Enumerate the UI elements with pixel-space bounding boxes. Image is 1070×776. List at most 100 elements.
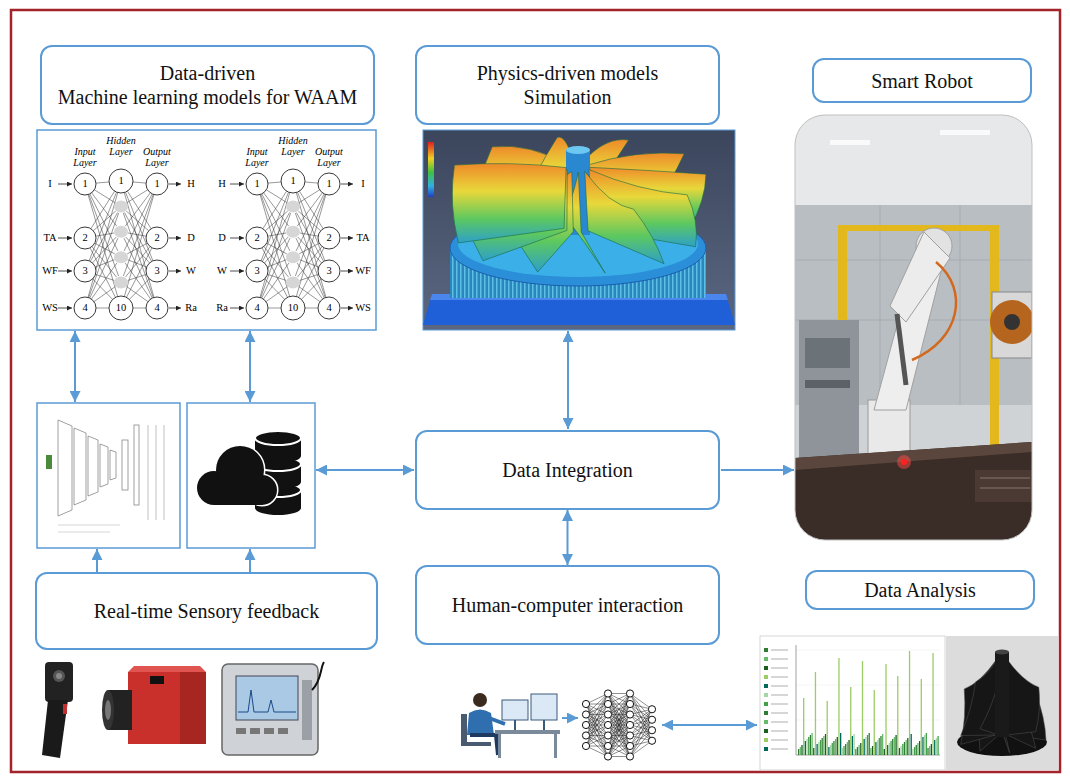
robot-photo [880, 205, 881, 405]
neural-net-icon [626, 721, 633, 728]
bar-chart [833, 741, 834, 755]
bar-chart [934, 740, 935, 755]
network-link [58, 238, 72, 239]
neuron [109, 296, 133, 320]
bar-chart [932, 653, 933, 755]
bar-chart [805, 741, 806, 755]
box-text: Data Analysis [864, 578, 976, 602]
ultrasonic-device-icon [264, 728, 274, 734]
neuron-number: 4 [82, 302, 87, 313]
layout-arrows [249, 331, 251, 402]
cloud-database-icon [255, 431, 301, 445]
bar-chart [909, 651, 910, 755]
ultrasonic-device-icon [302, 680, 312, 740]
ultrasonic-device-icon [236, 676, 298, 720]
bar-chart [811, 733, 812, 755]
neuron [74, 260, 96, 282]
simulation-image [423, 294, 735, 325]
impeller-photo [995, 650, 1009, 655]
bar-chart [937, 736, 938, 755]
neural-net-icon [604, 721, 611, 728]
neural-net-icon [626, 753, 633, 760]
thermal-camera-icon [56, 673, 62, 679]
box-text: Physics-driven models Simulation [460, 61, 675, 109]
network-link [123, 213, 153, 298]
cnn-image [58, 525, 120, 526]
robot-photo [795, 115, 1032, 210]
bar-chart [899, 748, 900, 755]
variable-label: I [361, 178, 365, 189]
variable-label: WS [355, 302, 371, 313]
neuron-number: 3 [154, 265, 159, 276]
neural-net-icon [648, 737, 655, 744]
neuron-number: 2 [154, 232, 159, 243]
bar-chart [929, 746, 930, 755]
robot-photo [912, 262, 956, 360]
bar-chart [771, 748, 788, 749]
network-link [127, 191, 151, 229]
bar-chart [813, 748, 814, 755]
bar-chart [828, 747, 829, 755]
bar-chart [771, 739, 788, 740]
cnn-image [74, 428, 86, 505]
neuron [74, 173, 96, 195]
neural-net-icon [586, 704, 608, 757]
neural-net-icon [608, 694, 630, 747]
neuron [74, 297, 96, 319]
layout-arrows [96, 549, 98, 572]
operator-icon [461, 693, 560, 758]
neuron-number: 1 [254, 178, 259, 189]
bar-chart [825, 734, 826, 755]
neuron-number: 2 [326, 232, 331, 243]
variable-label: D [218, 232, 226, 243]
network-link [298, 211, 320, 231]
robot-photo [980, 477, 1030, 479]
neural-net-icon [626, 742, 633, 749]
network-link [133, 182, 146, 183]
neuron-number: 3 [254, 265, 259, 276]
bar-chart [771, 703, 788, 704]
robot-photo [990, 300, 1032, 344]
bar-chart [936, 738, 937, 755]
impeller-photo [946, 636, 1058, 770]
neural-net-icon [648, 716, 655, 723]
cnn-image [134, 425, 139, 505]
neural-net-icon [608, 704, 630, 757]
bar-chart [823, 736, 824, 755]
bar-chart [796, 650, 940, 651]
camera-icon [102, 690, 114, 730]
neuron [114, 251, 128, 263]
cnn-image [58, 532, 110, 533]
bar-chart [916, 745, 917, 755]
layout-arrows [567, 331, 569, 429]
neuron-number: 2 [254, 232, 259, 243]
network-link [268, 308, 281, 309]
bar-chart [798, 749, 799, 755]
bar-chart [764, 711, 768, 715]
bar-chart [917, 743, 918, 755]
bar-chart [870, 748, 871, 755]
neural-net-icon [608, 725, 630, 757]
robot-photo [901, 459, 907, 465]
bar-chart [816, 744, 817, 755]
network-link [58, 271, 72, 272]
bar-chart [862, 661, 863, 755]
bar-chart [764, 684, 768, 688]
neuron-number: 4 [154, 302, 159, 313]
bar-chart [887, 745, 888, 755]
box-text: Human-computer interaction [452, 593, 684, 617]
bar-chart [832, 743, 833, 755]
impeller-photo [1007, 660, 1039, 735]
neural-net-icon [604, 753, 611, 760]
layout-arrows [662, 724, 757, 726]
bar-chart [877, 740, 878, 755]
cnn-image [37, 403, 180, 548]
bar-chart [800, 747, 801, 755]
cloud-database-icon [197, 446, 277, 505]
layout-arrows [562, 717, 578, 719]
network-link [295, 213, 325, 298]
neuron-number: 4 [254, 302, 259, 313]
operator-icon [514, 720, 516, 730]
bar-chart [885, 664, 886, 755]
